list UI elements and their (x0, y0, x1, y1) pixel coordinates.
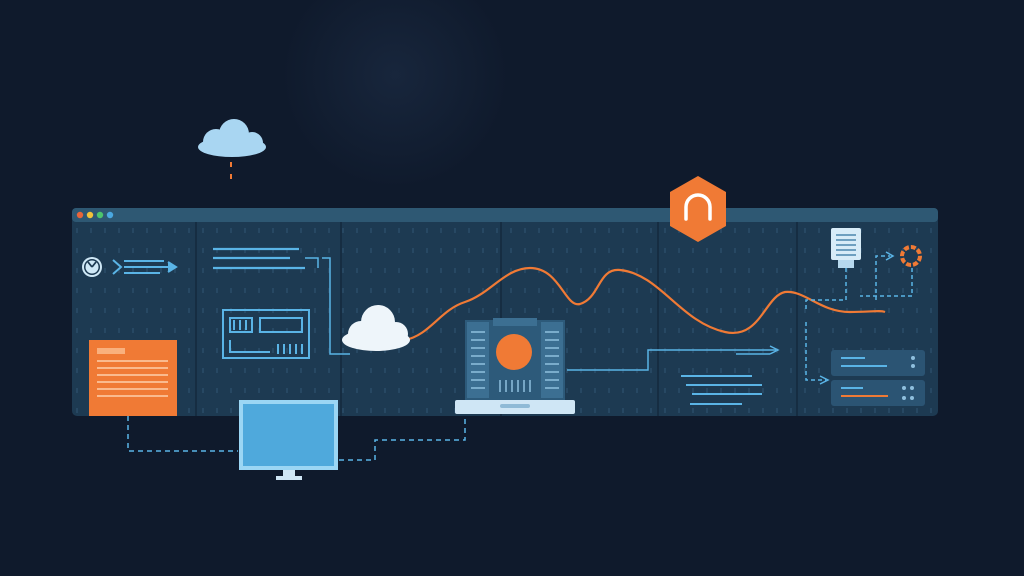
extra-dot[interactable] (106, 211, 114, 219)
status-list-item (831, 350, 925, 376)
background-glow (280, 0, 510, 190)
minimize-dot[interactable] (86, 211, 94, 219)
device-sensor-icon (831, 228, 861, 268)
panel-titlebar (72, 208, 938, 222)
device-connectors (805, 251, 913, 385)
text-lines-block (213, 247, 305, 270)
control-panel-icon (222, 309, 310, 359)
clock-icon (82, 257, 102, 277)
laptop-icon (455, 400, 575, 414)
orange-ring-icon (900, 245, 922, 267)
hexagon-arch-icon (670, 176, 726, 242)
maximize-dot[interactable] (96, 211, 104, 219)
center-cloud-icon (342, 305, 410, 351)
text-lines-right (681, 375, 762, 405)
forward-chevrons (112, 259, 178, 275)
connector-line (305, 257, 350, 355)
desktop-monitor-icon (239, 400, 338, 480)
orange-document-icon (89, 340, 177, 416)
server-output-arrow (567, 345, 780, 371)
server-rack-icon (465, 318, 565, 400)
server-status-indicator (496, 334, 532, 370)
window-controls (76, 211, 114, 219)
close-dot[interactable] (76, 211, 84, 219)
dashed-connectors-bottom (127, 416, 466, 461)
top-cloud-icon (198, 119, 266, 179)
status-list-item (831, 380, 925, 406)
